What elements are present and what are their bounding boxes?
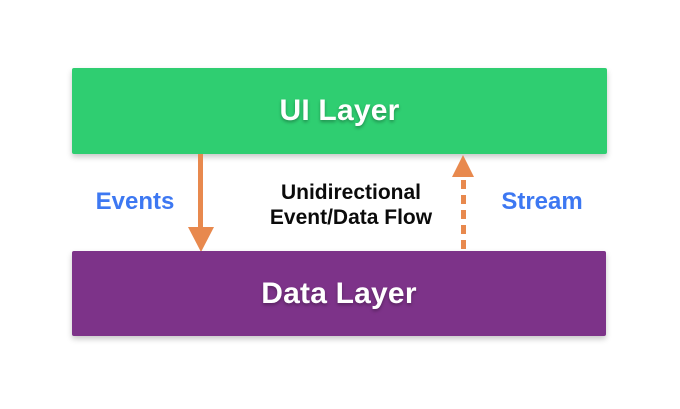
events-arrowhead-down-icon — [188, 227, 214, 252]
flow-caption-line1: Unidirectional — [280, 181, 422, 204]
edge-label-stream: Stream — [501, 188, 583, 215]
stream-arrowhead-up-icon — [452, 155, 474, 177]
node-ui-layer-label: UI Layer — [279, 94, 400, 127]
node-data-layer: Data Layer — [72, 251, 606, 336]
flow-caption-line2: Event/Data Flow — [269, 206, 433, 229]
edge-label-events: Events — [95, 188, 175, 215]
events-arrow-line — [198, 154, 203, 229]
flow-caption: Unidirectional Event/Data Flow — [270, 180, 432, 230]
node-ui-layer: UI Layer — [72, 68, 607, 154]
stream-arrow-dashed-line — [461, 180, 466, 251]
node-data-layer-label: Data Layer — [261, 276, 417, 310]
